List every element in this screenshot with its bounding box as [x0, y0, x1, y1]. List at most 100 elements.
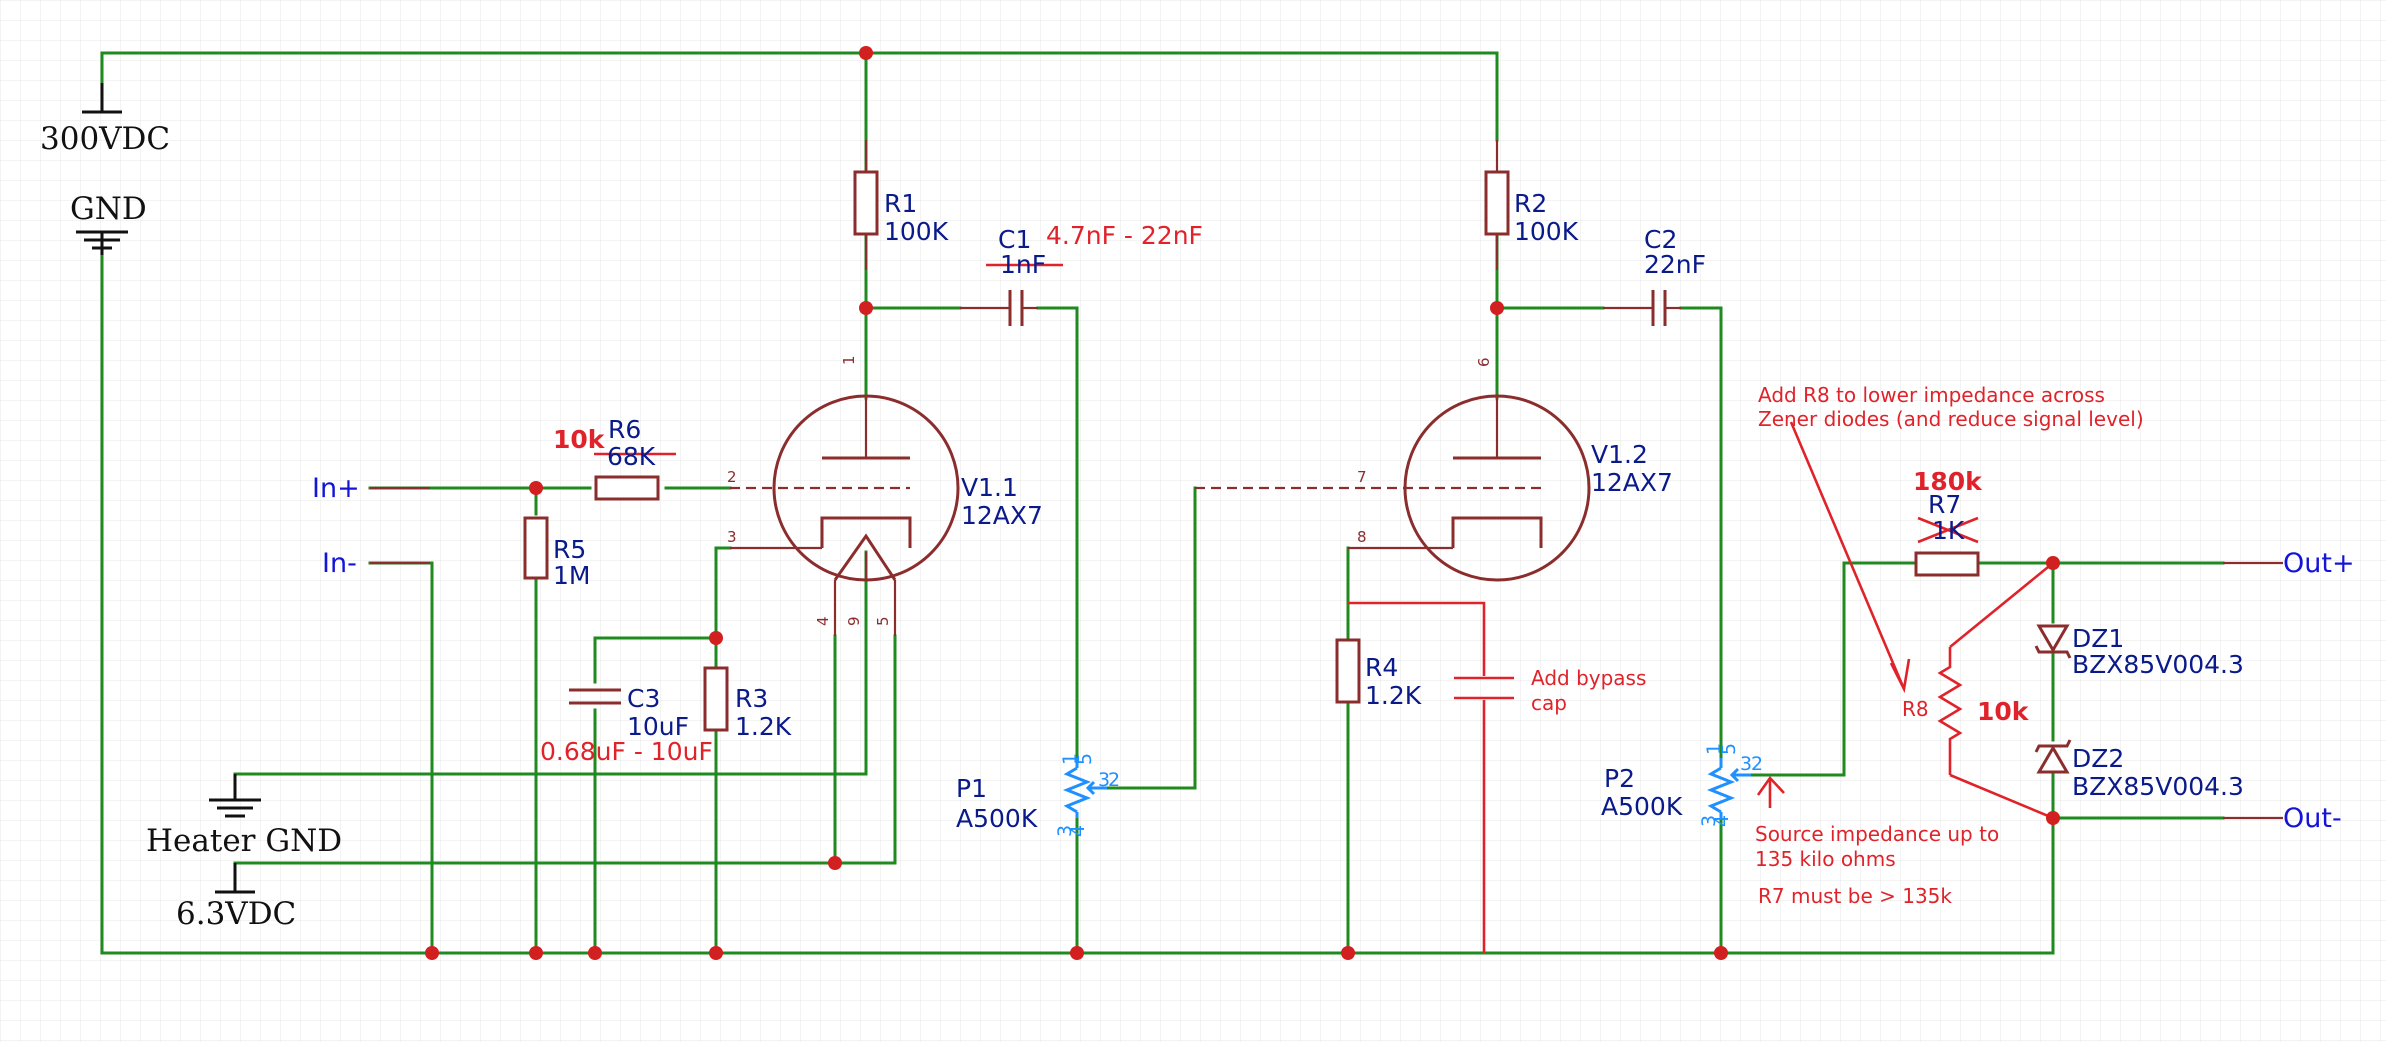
- resistor-r2[interactable]: [1484, 140, 1510, 270]
- junction: [1070, 946, 1084, 960]
- capacitor-bypass[interactable]: [1454, 676, 1514, 700]
- pin-v2-cathode: 8: [1357, 528, 1367, 546]
- value-r4: 1.2K: [1365, 681, 1422, 710]
- junction: [2046, 811, 2060, 825]
- wire-300v-rail[interactable]: [100, 51, 1499, 142]
- wire-gnd-rail[interactable]: [100, 253, 2055, 955]
- capacitor-c3[interactable]: [569, 688, 621, 705]
- ref-r7: R7: [1928, 490, 1961, 519]
- note-source-line2: 135 kilo ohms: [1755, 847, 1896, 871]
- ref-r8: R8: [1902, 697, 1929, 721]
- value-r8: 10k: [1977, 697, 2030, 726]
- junctions: [425, 46, 2060, 960]
- junction: [425, 946, 439, 960]
- net-label-out-minus[interactable]: Out-: [2283, 803, 2342, 834]
- capacitor-c2[interactable]: [1603, 290, 1681, 326]
- net-label-in-minus[interactable]: In-: [322, 548, 357, 579]
- wire-bypass-cap-top[interactable]: [1348, 601, 1486, 676]
- junction: [529, 481, 543, 495]
- ref-v1-1: V1.1: [961, 473, 1018, 502]
- value-r2: 100K: [1514, 217, 1579, 246]
- wire-r8-top[interactable]: [1949, 561, 2054, 649]
- pin-v1-h5: 5: [874, 616, 892, 626]
- value-r3: 1.2K: [735, 712, 792, 741]
- wire-heater-gnd[interactable]: [233, 550, 868, 776]
- potentiometer-p1[interactable]: [1062, 758, 1107, 818]
- junction: [1714, 946, 1728, 960]
- value-v1-1: 12AX7: [961, 501, 1043, 530]
- ref-p1: P1: [956, 774, 987, 803]
- pin-v1-h9: 9: [845, 616, 863, 626]
- heater-gnd-symbol: [209, 774, 261, 818]
- pin-p2-4: 4: [1711, 815, 1733, 827]
- strike-marks: [594, 263, 1979, 544]
- junction: [709, 631, 723, 645]
- ref-dz2: DZ2: [2072, 744, 2124, 773]
- resistor-r5[interactable]: [523, 516, 549, 580]
- ref-r5: R5: [553, 535, 586, 564]
- potentiometer-p2[interactable]: [1706, 758, 1751, 818]
- junction: [828, 856, 842, 870]
- r8-resistor-zigzag[interactable]: [1937, 647, 1963, 775]
- ref-r3: R3: [735, 684, 768, 713]
- net-label-out-plus[interactable]: Out+: [2283, 548, 2355, 579]
- pin-p2-5: 5: [1718, 743, 1740, 755]
- zener-dz2[interactable]: [2034, 739, 2072, 774]
- power-symbols: [76, 83, 261, 894]
- ref-r4: R4: [1365, 653, 1398, 682]
- wire-c1-right[interactable]: [1036, 306, 1079, 760]
- pin-p2-2: 2: [1751, 753, 1763, 775]
- wire-heater-6v3[interactable]: [233, 634, 897, 865]
- label-heater-gnd: Heater GND: [146, 823, 342, 859]
- note-arrow-r8-head: [1889, 658, 1911, 694]
- value-r7: 1K: [1932, 516, 1965, 545]
- label-gnd: GND: [70, 191, 147, 227]
- value-p2: A500K: [1601, 792, 1683, 821]
- pin-v1-grid: 2: [727, 468, 737, 486]
- zener-dz1[interactable]: [2034, 624, 2072, 659]
- capacitor-c1[interactable]: [960, 290, 1038, 326]
- pin-p2-3: 3: [1740, 753, 1752, 775]
- ref-c1: C1: [998, 225, 1031, 254]
- ref-c2: C2: [1644, 225, 1677, 254]
- tube-v1-2[interactable]: [1195, 394, 1591, 582]
- note-arrow-source-head: [1756, 775, 1785, 796]
- net-stubs: [370, 486, 2283, 820]
- pin-p2-1: 1: [1703, 743, 1725, 755]
- wire-p2-wiper[interactable]: [1749, 561, 1916, 777]
- new-value-c3: 0.68uF - 10uF: [540, 737, 713, 766]
- resistors: [523, 140, 1980, 732]
- wire-c3-top[interactable]: [593, 636, 718, 684]
- value-r5: 1M: [553, 561, 590, 590]
- pin-v2-grid: 7: [1357, 468, 1367, 486]
- resistor-r1[interactable]: [853, 140, 879, 270]
- junction: [529, 946, 543, 960]
- value-dz2: BZX85V004.3: [2072, 772, 2244, 801]
- junction: [859, 301, 873, 315]
- wires: [100, 51, 2225, 955]
- note-bypass-line2: cap: [1531, 691, 1567, 715]
- wire-v2-grid[interactable]: [1105, 486, 1197, 790]
- wire-r8-bottom[interactable]: [1949, 773, 2054, 820]
- net-label-in-plus[interactable]: In+: [312, 473, 360, 504]
- resistor-r6[interactable]: [594, 475, 660, 501]
- gnd-symbol: [76, 230, 128, 255]
- ref-r2: R2: [1514, 189, 1547, 218]
- wire-v1-cathode[interactable]: [714, 546, 732, 670]
- tube-v1-1[interactable]: [730, 394, 960, 636]
- pin-p1-4: 4: [1067, 825, 1089, 837]
- ref-r6: R6: [608, 415, 641, 444]
- pin-p2-3b: 3: [1698, 815, 1720, 827]
- resistor-r3[interactable]: [703, 666, 729, 732]
- resistor-r7[interactable]: [1914, 551, 1980, 577]
- value-r1: 100K: [884, 217, 949, 246]
- wire-c2-right[interactable]: [1679, 306, 1723, 760]
- resistor-r4[interactable]: [1335, 638, 1361, 704]
- note-bypass-line1: Add bypass: [1531, 666, 1646, 690]
- note-r8-line1: Add R8 to lower impedance across: [1758, 383, 2105, 407]
- junction: [1490, 301, 1504, 315]
- junction: [588, 946, 602, 960]
- note-arrow-r8: [1789, 421, 1906, 690]
- note-source-line1: Source impedance up to: [1755, 822, 1999, 846]
